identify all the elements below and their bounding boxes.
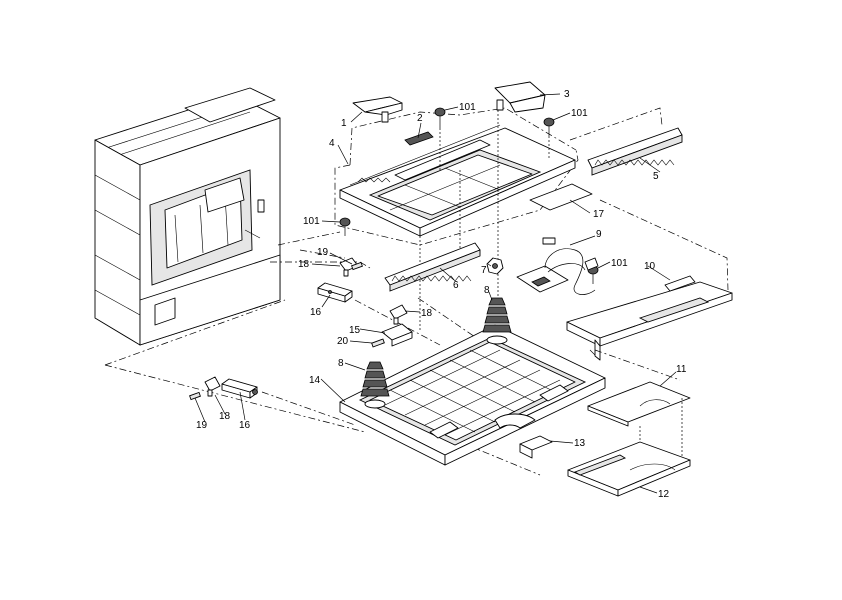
part-5-guide-line xyxy=(569,107,663,141)
part-10-bracket xyxy=(566,275,733,361)
part-18-clip-middle xyxy=(389,304,408,325)
guide-line-16b xyxy=(261,391,356,426)
callout-13: 13 xyxy=(574,438,586,449)
callout-15: 15 xyxy=(349,325,361,336)
callout-101-c: 101 xyxy=(303,216,320,227)
part-19-pin-upper xyxy=(351,261,363,271)
callout-19-upper: 19 xyxy=(317,247,329,258)
part-9-sensor-board xyxy=(516,237,599,295)
callout-9: 9 xyxy=(596,229,602,240)
part-6-rack xyxy=(384,242,481,292)
part-5-rack xyxy=(587,127,683,176)
part-15-bracket xyxy=(381,323,413,347)
part-1-clip xyxy=(352,96,403,123)
callout-6: 6 xyxy=(453,280,459,291)
part-2-pad xyxy=(404,131,434,146)
callout-4: 4 xyxy=(329,138,335,149)
callout-2: 2 xyxy=(417,113,423,124)
callout-16-upper: 16 xyxy=(310,307,322,318)
callout-11: 11 xyxy=(676,364,687,375)
callout-3: 3 xyxy=(564,89,570,100)
assembly-frame-top xyxy=(334,149,579,246)
copier-main-body xyxy=(94,87,281,346)
part-8-spring-b xyxy=(360,361,390,409)
callout-8-lower: 8 xyxy=(338,358,344,369)
screw-101-c xyxy=(339,217,351,236)
guide-line-bottom-left xyxy=(104,364,366,433)
part-14-bottom-tray xyxy=(339,324,606,466)
leader-lines xyxy=(194,93,677,494)
part-18-clip-lower xyxy=(204,376,221,397)
callout-18-upper: 18 xyxy=(298,259,310,270)
part-16-hinge-upper xyxy=(317,282,353,303)
callout-1: 1 xyxy=(341,118,347,129)
guide-line-right xyxy=(599,199,729,291)
callout-8-upper: 8 xyxy=(484,285,490,296)
callout-7: 7 xyxy=(481,265,487,276)
upper-tray-assembly xyxy=(339,124,576,237)
guide-line-19 xyxy=(270,261,371,269)
part-19-pin-lower xyxy=(189,391,201,401)
callout-101-b: 101 xyxy=(571,108,588,119)
part-7-nut xyxy=(486,257,504,275)
part-13-bracket xyxy=(519,435,553,459)
callout-labels: 1 2 3 4 5 6 7 8 8 9 10 11 12 13 14 15 16… xyxy=(196,89,687,500)
screw-101-a xyxy=(434,107,446,128)
guide-line-lower-left xyxy=(104,299,286,366)
callout-17: 17 xyxy=(593,209,605,220)
guide-line-11 xyxy=(594,349,681,381)
part-12-lower-plate xyxy=(567,441,691,497)
part-16-hinge-lower xyxy=(221,378,258,399)
callout-19-lower: 19 xyxy=(196,420,208,431)
callout-20: 20 xyxy=(337,336,349,347)
part-8-spring-a xyxy=(482,297,512,345)
callout-18-lower: 18 xyxy=(219,411,231,422)
callout-10: 10 xyxy=(644,261,656,272)
part-17-label xyxy=(529,183,593,211)
callout-101-d: 101 xyxy=(611,258,628,269)
callout-5: 5 xyxy=(653,171,659,182)
part-3-clip xyxy=(494,81,546,113)
part-20-pin xyxy=(371,338,385,348)
callout-14: 14 xyxy=(309,375,321,386)
callout-101-a: 101 xyxy=(459,102,476,113)
callout-18-middle: 18 xyxy=(421,308,433,319)
callout-16-lower: 16 xyxy=(239,420,251,431)
screw-101-b xyxy=(543,117,555,136)
callout-12: 12 xyxy=(658,489,670,500)
guide-line-left xyxy=(277,231,341,246)
part-11-cover-plate xyxy=(587,381,691,427)
